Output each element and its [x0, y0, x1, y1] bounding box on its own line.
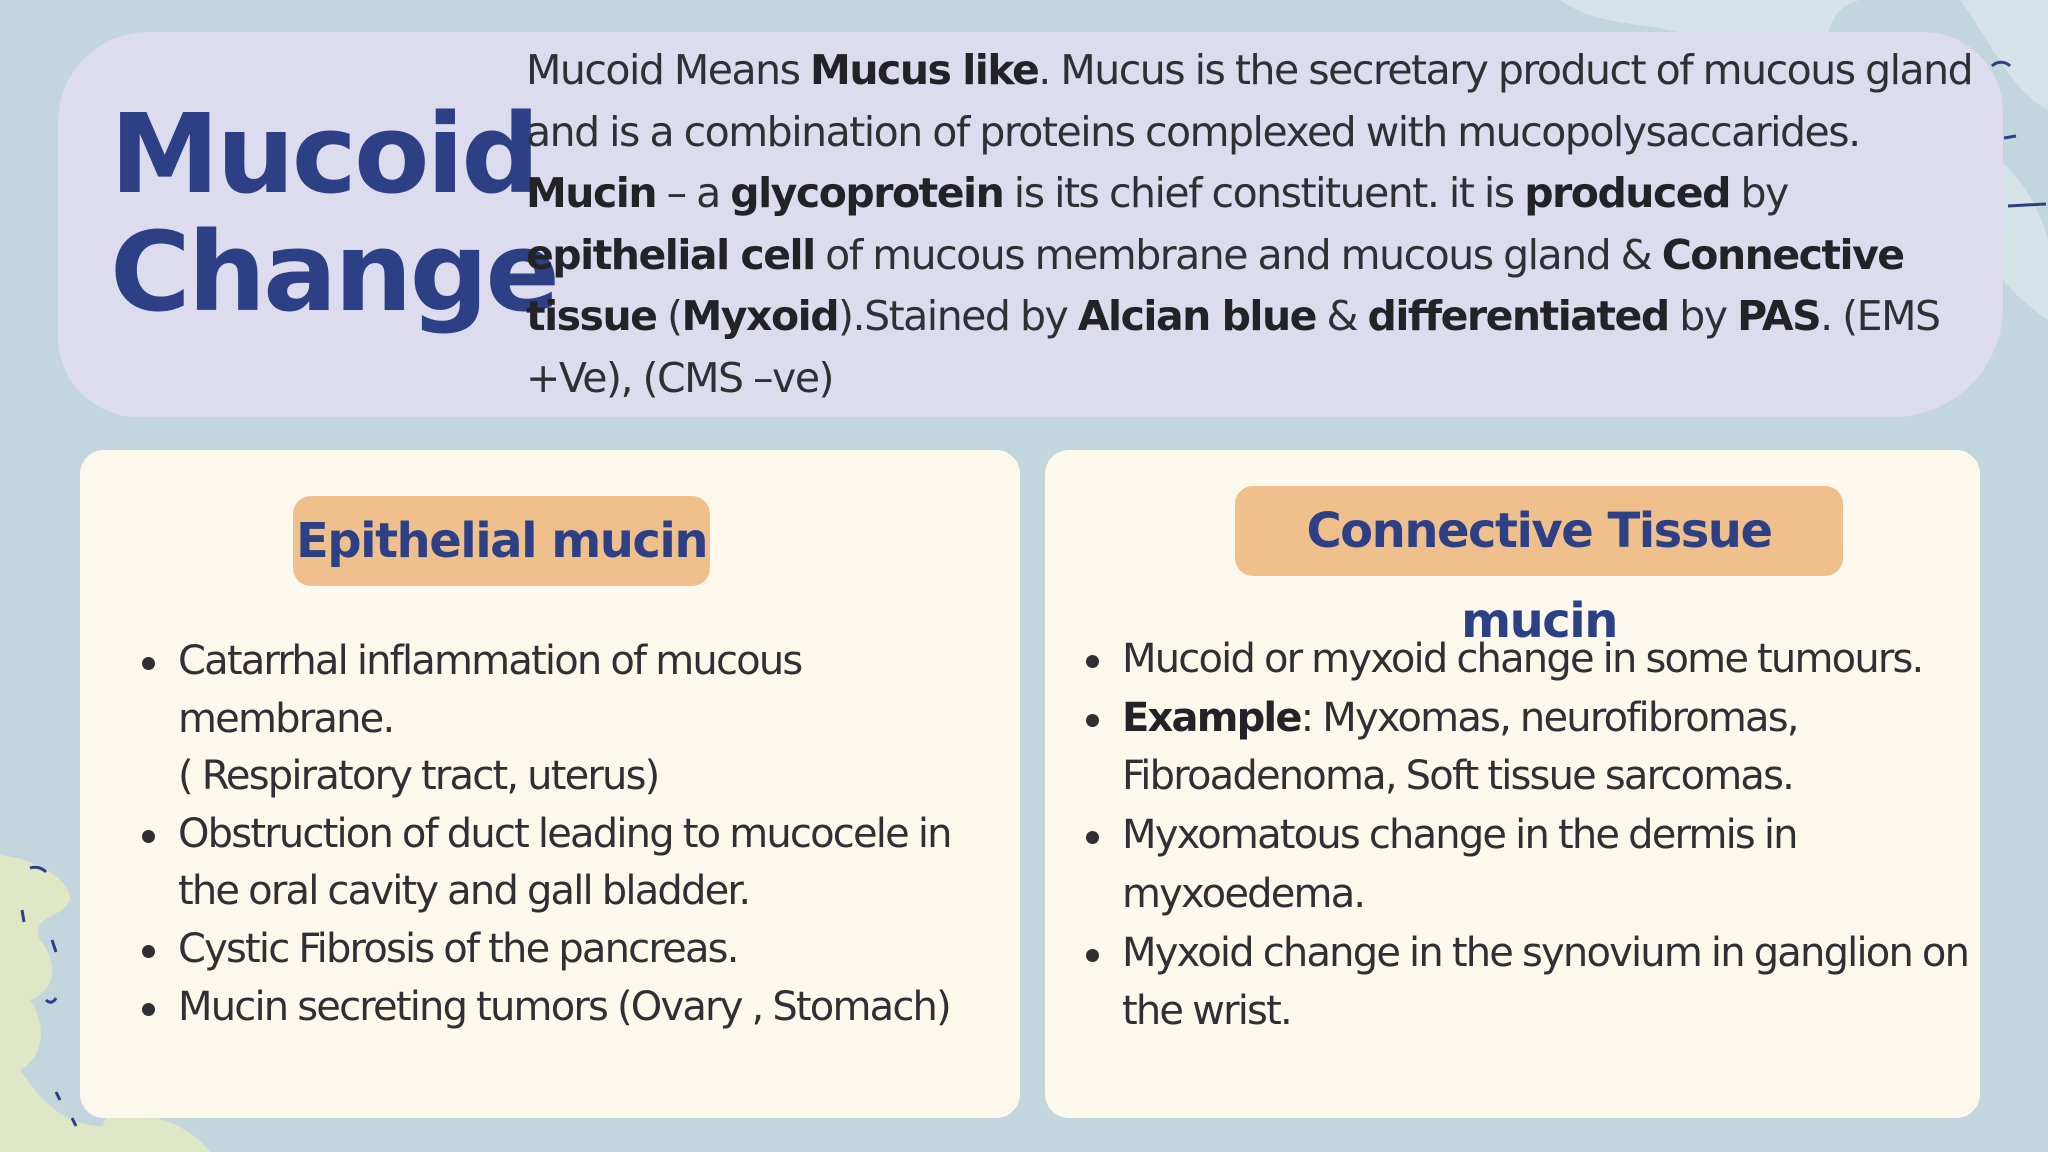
intro-text: (: [656, 292, 683, 340]
intro-bold-term: Mucin: [526, 169, 658, 217]
intro-text: is its chief constituent. it is: [1003, 169, 1525, 217]
intro-paragraph: Mucoid Means Mucus like. Mucus is the se…: [526, 40, 1996, 409]
page-title-line-2: Change: [110, 208, 560, 336]
list-item-text: Myxomatous change in the dermis in myxoe…: [1122, 812, 1799, 917]
intro-text: . Mucus is the secretary product of muco…: [526, 46, 1974, 156]
list-item-text: Obstruction of duct leading to mucocele …: [178, 810, 952, 915]
list-item-text: Mucin secreting tumors (Ovary , Stomach): [178, 983, 952, 1030]
list-item: Cystic Fibrosis of the pancreas.: [138, 921, 998, 979]
intro-bold-term: glycoprotein: [730, 169, 1004, 217]
intro-text: by: [1729, 169, 1789, 217]
list-item-text: : Myxomas, neurofibromas, Fibroadenoma, …: [1122, 694, 1800, 800]
epithelial-mucin-heading: Epithelial mucin: [293, 496, 710, 586]
page-title: Mucoid Change: [110, 90, 560, 336]
connective-tissue-mucin-heading: Connective Tissue mucin: [1235, 486, 1843, 649]
list-item-text: Myxoid change in the synovium in ganglio…: [1122, 929, 1970, 1035]
list-item: Example: Myxomas, neurofibromas, Fibroad…: [1082, 689, 1977, 806]
intro-bold-term: Mucus like: [810, 46, 1040, 94]
list-item: Mucin secreting tumors (Ovary , Stomach): [138, 979, 998, 1037]
list-item: Mucoid or myxoid change in some tumours.: [1082, 630, 1977, 689]
list-item: Myxoid change in the synovium in ganglio…: [1082, 924, 1977, 1041]
intro-bold-term: Myxoid: [681, 292, 840, 340]
list-item-label: Example: [1122, 694, 1302, 741]
intro-text: &: [1315, 292, 1368, 340]
intro-bold-term: epithelial cell: [526, 230, 816, 279]
epithelial-mucin-list: Catarrhal inflammation of mucous membran…: [138, 633, 998, 1036]
list-item-text: Catarrhal inflammation of mucous membran…: [178, 638, 803, 742]
intro-bold-term: Connective tissue: [526, 230, 1905, 341]
intro-text: ).Stained by: [838, 292, 1078, 340]
list-item-text: Cystic Fibrosis of the pancreas.: [178, 925, 739, 972]
list-item-text: Mucoid or myxoid change in some tumours.: [1122, 636, 1924, 682]
connective-tissue-mucin-list: Mucoid or myxoid change in some tumours.…: [1082, 630, 1977, 1041]
intro-text: by: [1668, 292, 1738, 340]
intro-text: . (EMS +Ve), (CMS –ve): [526, 292, 1941, 402]
list-item: Myxomatous change in the dermis in myxoe…: [1082, 806, 1977, 923]
page-title-line-1: Mucoid: [110, 90, 540, 218]
list-item: Catarrhal inflammation of mucous membran…: [138, 633, 998, 806]
intro-text: Mucoid Means: [526, 46, 811, 94]
header-panel: [58, 32, 2003, 417]
intro-bold-term: PAS: [1737, 292, 1822, 340]
list-item-subtext: ( Respiratory tract, uterus): [178, 753, 660, 800]
intro-bold-term: differentiated: [1367, 292, 1671, 340]
intro-text: of mucous membrane and mucous gland &: [814, 230, 1662, 279]
intro-bold-term: Alcian blue: [1077, 292, 1318, 340]
intro-bold-term: produced: [1524, 169, 1731, 217]
intro-text: – a: [656, 169, 731, 217]
list-item: Obstruction of duct leading to mucocele …: [138, 806, 998, 921]
